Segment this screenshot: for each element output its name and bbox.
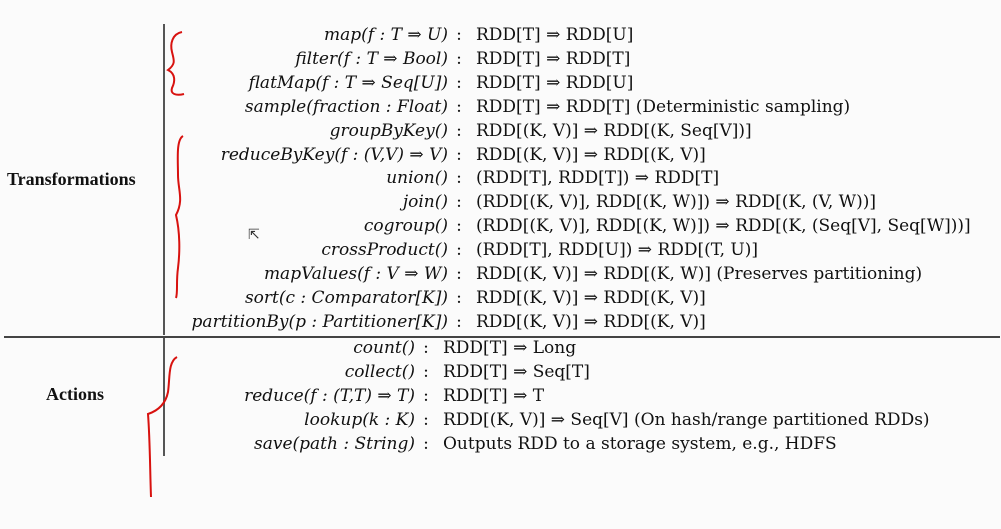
transformations-row: cogroup(): (RDD[(K, V)], RDD[(K, W)]) ⇒ R… — [0, 214, 1001, 238]
transformations-row: mapValues(f : V ⇒ W): RDD[(K, V)] ⇒ RDD[(… — [0, 262, 1001, 286]
actions-row: save(path : String): Outputs RDD to a sto… — [0, 432, 1001, 456]
transformations-row: partitionBy(p : Partitioner[K]): RDD[(K, … — [0, 310, 1001, 334]
transformations-row: join(): (RDD[(K, V)], RDD[(K, W)]) ⇒ RDD[… — [0, 190, 1001, 214]
operation-type: RDD[T] ⇒ Seq[T] — [443, 361, 590, 382]
type-separator: : — [423, 361, 429, 382]
type-separator: : — [456, 120, 462, 141]
transformations-row: groupByKey(): RDD[(K, V)] ⇒ RDD[(K, Seq[V… — [0, 119, 1001, 143]
type-separator: : — [456, 72, 462, 93]
operation-signature: sample(fraction : Float) — [244, 96, 448, 117]
operation-type: RDD[T] ⇒ RDD[U] — [476, 25, 634, 45]
transformations-row: sample(fraction : Float): RDD[T] ⇒ RDD[T]… — [0, 95, 1001, 119]
transformations-row: map(f : T ⇒ U): RDD[T] ⇒ RDD[U] — [0, 23, 1001, 47]
operation-type: RDD[(K, V)] ⇒ Seq[V] (On hash/range part… — [443, 409, 930, 430]
operation-type: RDD[(K, V)] ⇒ RDD[(K, Seq[V])] — [476, 120, 752, 141]
section-separator-rule — [4, 336, 1000, 338]
operation-signature: reduce(f : (T,T) ⇒ T) — [244, 385, 415, 406]
actions-label: Actions — [46, 384, 104, 404]
transformations-row: union(): (RDD[T], RDD[T]) ⇒ RDD[T] — [0, 166, 1001, 190]
actions-row: count(): RDD[T] ⇒ Long — [0, 336, 1001, 360]
operation-type: (RDD[T], RDD[U]) ⇒ RDD[(T, U)] — [476, 240, 759, 261]
operation-type: (RDD[(K, V)], RDD[(K, W)]) ⇒ RDD[(K, (V,… — [476, 192, 877, 213]
type-separator: : — [456, 48, 462, 69]
operation-type: RDD[T] ⇒ RDD[T] (Deterministic sampling) — [476, 96, 851, 117]
operation-signature: sort(c : Comparator[K]) — [244, 287, 448, 308]
operation-signature: partitionBy(p : Partitioner[K]) — [191, 311, 448, 332]
type-separator: : — [423, 433, 429, 454]
operation-type: RDD[(K, V)] ⇒ RDD[(K, V)] — [476, 311, 706, 332]
operation-type: RDD[(K, V)] ⇒ RDD[(K, V)] — [476, 144, 706, 165]
type-separator: : — [423, 409, 429, 430]
operation-type: RDD[T] ⇒ RDD[U] — [476, 72, 634, 93]
type-separator: : — [456, 168, 462, 189]
operation-signature: filter(f : T ⇒ Bool) — [295, 48, 448, 69]
operation-signature: union() — [386, 168, 448, 189]
type-separator: : — [456, 144, 462, 165]
operation-type: RDD[T] ⇒ T — [443, 385, 545, 406]
type-separator: : — [456, 192, 462, 213]
operation-type: RDD[(K, V)] ⇒ RDD[(K, V)] — [476, 287, 706, 308]
type-separator: : — [456, 216, 462, 237]
operation-signature: cogroup() — [363, 216, 448, 237]
operation-signature: join() — [402, 192, 448, 213]
transformations-row: flatMap(f : T ⇒ Seq[U]): RDD[T] ⇒ RDD[U] — [0, 71, 1001, 95]
operation-signature: mapValues(f : V ⇒ W) — [263, 264, 448, 284]
operation-signature: flatMap(f : T ⇒ Seq[U]) — [248, 72, 448, 93]
type-separator: : — [456, 264, 462, 284]
actions-row: lookup(k : K): RDD[(K, V)] ⇒ Seq[V] (On h… — [0, 408, 1001, 432]
transformations-divider — [163, 24, 165, 335]
operation-type: (RDD[(K, V)], RDD[(K, W)]) ⇒ RDD[(K, (Se… — [476, 216, 971, 237]
operation-signature: reduceByKey(f : (V,V) ⇒ V) — [220, 144, 448, 165]
operation-type: RDD[T] ⇒ RDD[T] — [476, 48, 631, 69]
transformations-row: reduceByKey(f : (V,V) ⇒ V): RDD[(K, V)] ⇒… — [0, 143, 1001, 167]
operation-signature: collect() — [344, 361, 415, 382]
transformations-row: sort(c : Comparator[K]): RDD[(K, V)] ⇒ RD… — [0, 286, 1001, 310]
type-separator: : — [423, 338, 429, 358]
mouse-cursor-icon: ⇱ — [248, 227, 260, 243]
type-separator: : — [456, 311, 462, 332]
operation-signature: save(path : String) — [254, 433, 415, 454]
operation-signature: count() — [353, 338, 415, 358]
operation-type: RDD[T] ⇒ Long — [443, 338, 577, 358]
operation-type: RDD[(K, V)] ⇒ RDD[(K, W)] (Preserves par… — [476, 264, 923, 284]
transformations-label: Transformations — [7, 169, 136, 189]
type-separator: : — [456, 240, 462, 261]
transformations-row: crossProduct(): (RDD[T], RDD[U]) ⇒ RDD[(T… — [0, 238, 1001, 262]
actions-row: reduce(f : (T,T) ⇒ T): RDD[T] ⇒ T — [0, 384, 1001, 408]
operation-signature: groupByKey() — [329, 120, 448, 141]
transformations-row: filter(f : T ⇒ Bool): RDD[T] ⇒ RDD[T] — [0, 47, 1001, 71]
operation-type: (RDD[T], RDD[T]) ⇒ RDD[T] — [476, 168, 720, 189]
operation-signature: lookup(k : K) — [304, 409, 415, 430]
actions-row: collect(): RDD[T] ⇒ Seq[T] — [0, 360, 1001, 384]
operation-type: Outputs RDD to a storage system, e.g., H… — [443, 433, 837, 454]
type-separator: : — [456, 25, 462, 45]
operation-signature: crossProduct() — [321, 240, 448, 261]
type-separator: : — [423, 385, 429, 406]
type-separator: : — [456, 287, 462, 308]
operation-signature: map(f : T ⇒ U) — [324, 25, 448, 45]
type-separator: : — [456, 96, 462, 117]
